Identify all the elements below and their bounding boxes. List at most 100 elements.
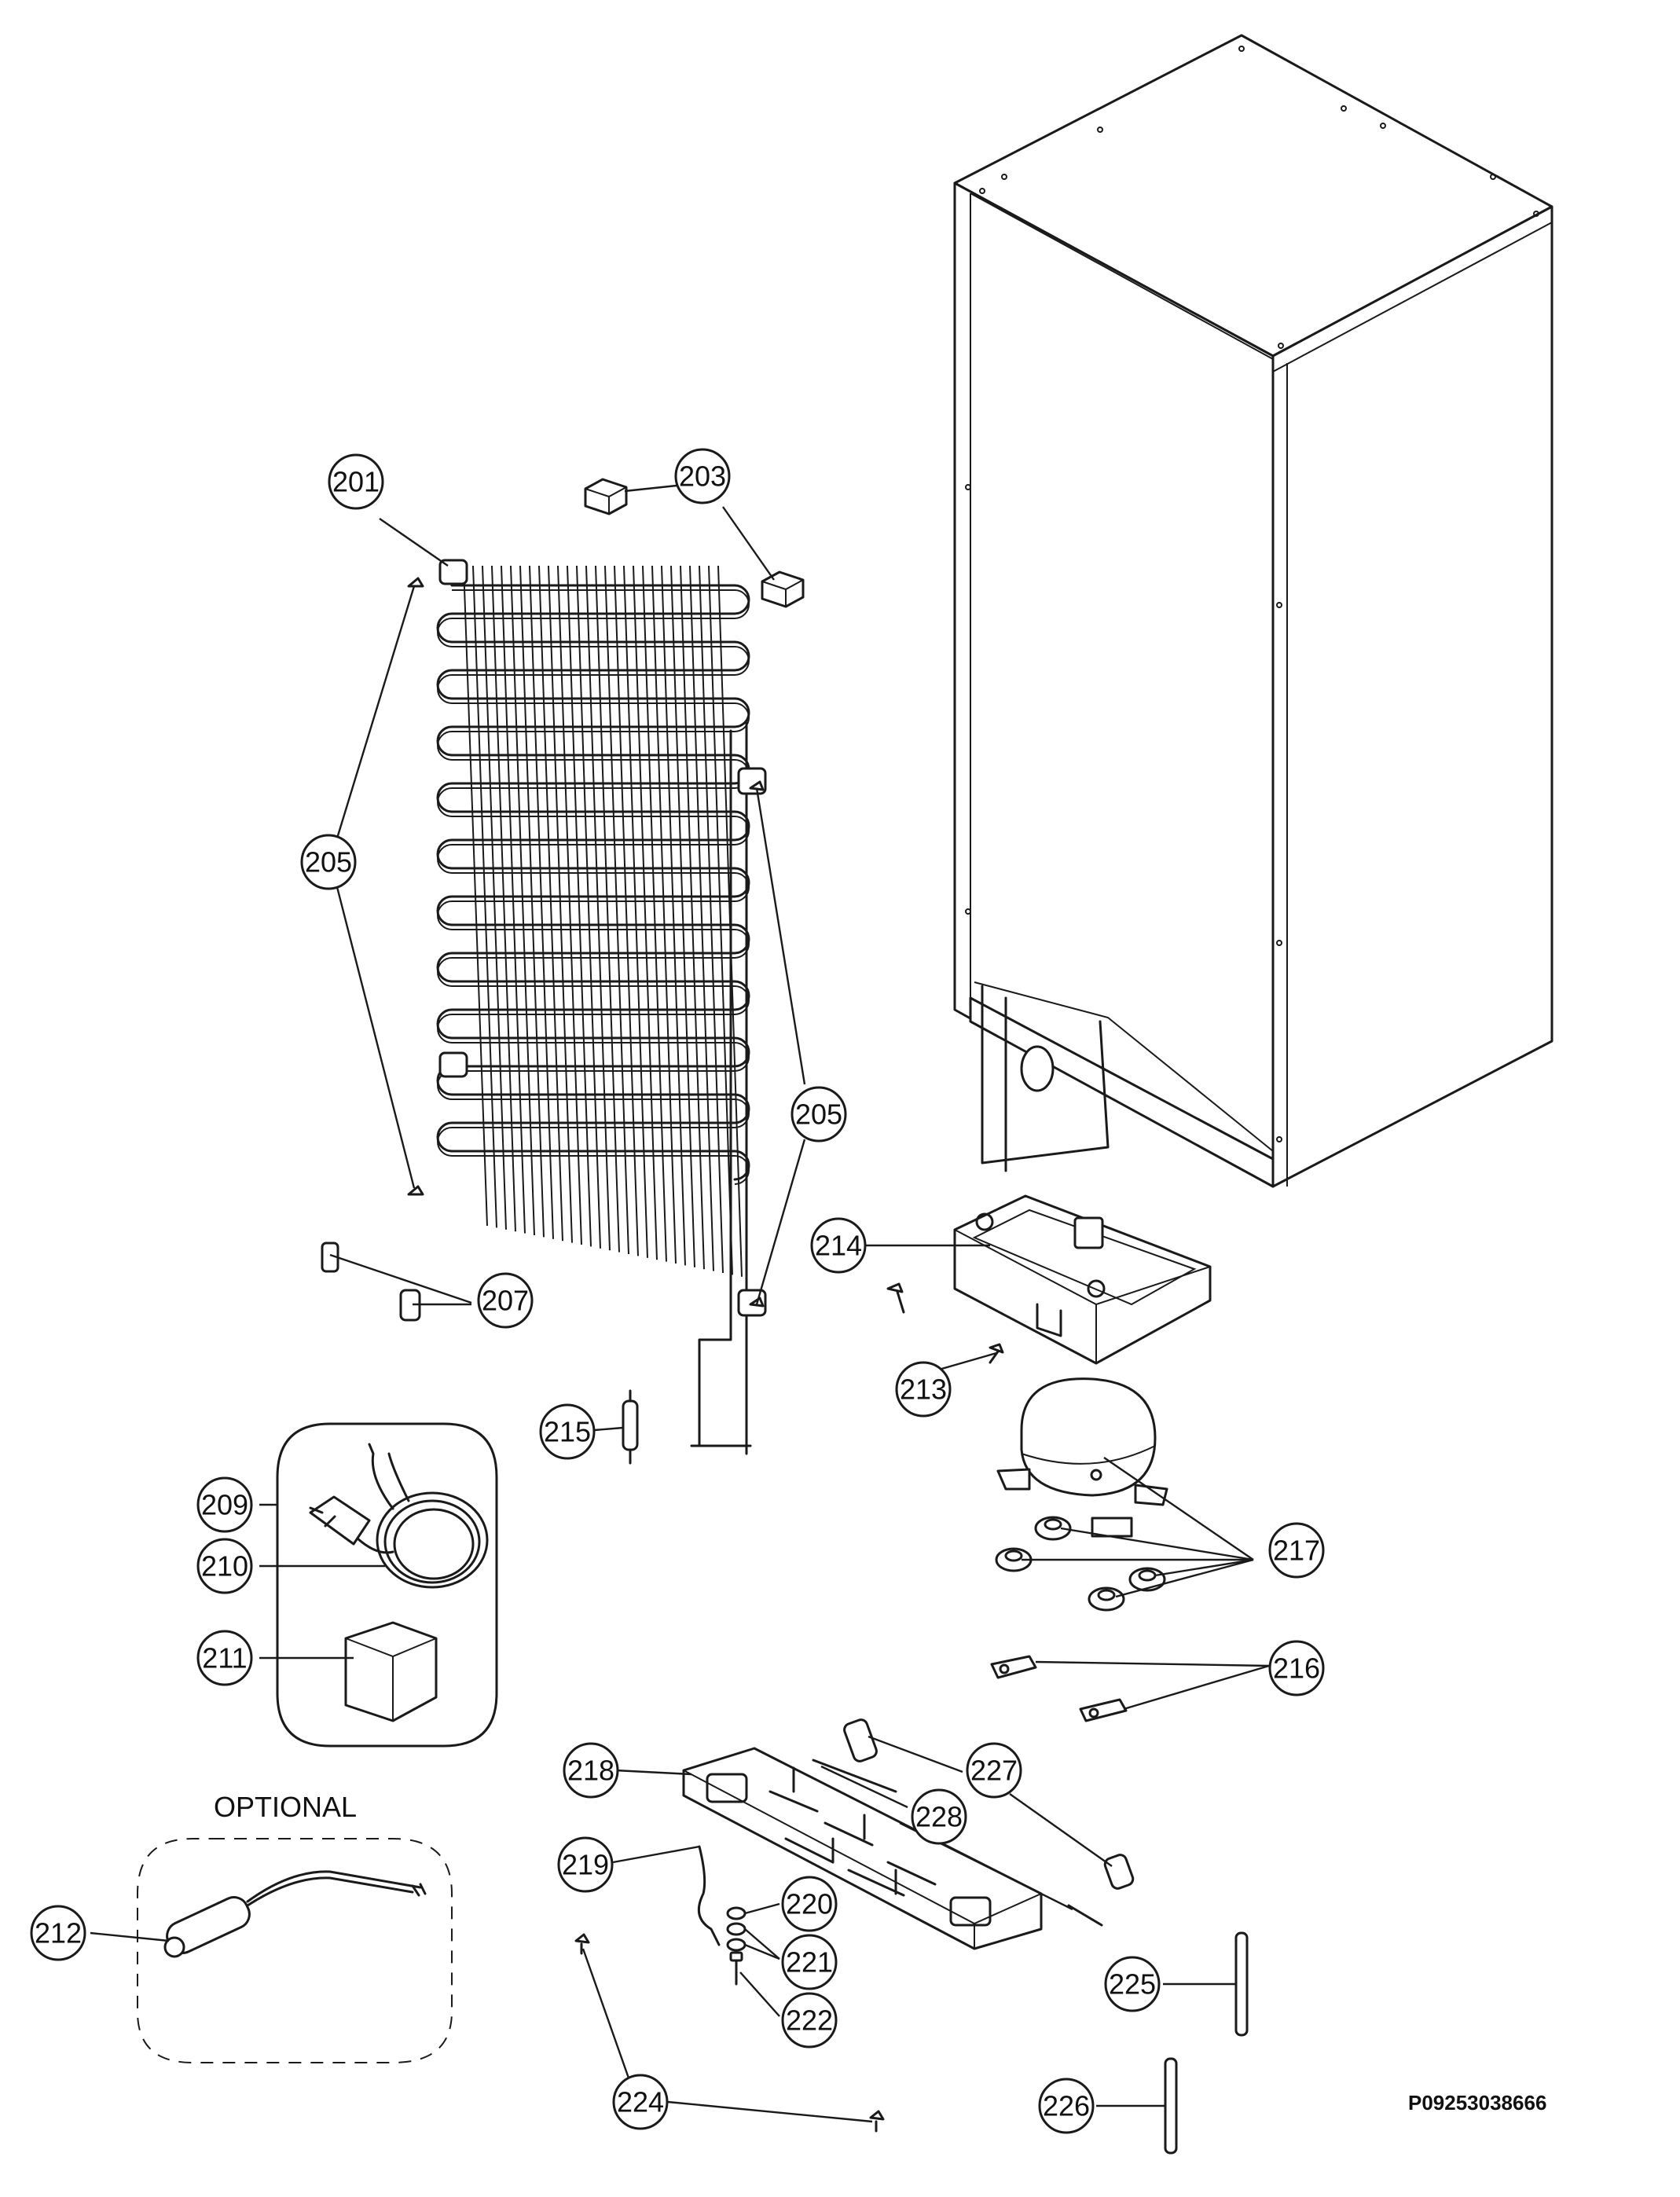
screw-part-213: [886, 1282, 1004, 1364]
svg-text:213: 213: [900, 1374, 947, 1406]
condenser-wire: [491, 565, 516, 1232]
callout-218: 218: [563, 1742, 619, 1799]
condenser-wire: [651, 565, 677, 1264]
svg-text:209: 209: [201, 1489, 248, 1521]
condenser-wire: [501, 565, 526, 1234]
tube-part-226: [1164, 2057, 1178, 2155]
condenser-wire: [595, 565, 620, 1253]
svg-text:210: 210: [201, 1550, 248, 1583]
callout-201: 201: [328, 453, 384, 510]
svg-text:203: 203: [679, 460, 726, 493]
cabinet: [953, 34, 1553, 1188]
condenser-wire: [557, 565, 582, 1245]
svg-text:207: 207: [482, 1285, 529, 1317]
cabinet-rivets: [965, 46, 1539, 1143]
leader-lines: [90, 482, 1270, 2123]
condenser-wire: [585, 565, 611, 1251]
screw-part-224: [574, 1933, 885, 2133]
condenser-wire: [576, 565, 601, 1249]
condenser-wire: [529, 565, 554, 1239]
sleeve-part-227: [843, 1718, 1135, 1890]
condenser-tube-inner: [437, 589, 750, 1185]
callout-219: 219: [557, 1836, 614, 1893]
svg-text:226: 226: [1043, 2090, 1090, 2122]
condenser-wire: [689, 565, 714, 1271]
svg-text:212: 212: [35, 1917, 82, 1949]
callout-212: 212: [30, 1905, 86, 1961]
condenser-wire: [548, 565, 573, 1243]
callout-227: 227: [966, 1742, 1022, 1799]
callout-217: 217: [1268, 1522, 1325, 1579]
optional-label: OPTIONAL: [214, 1791, 357, 1823]
condenser-wire: [642, 565, 667, 1262]
condenser-wire: [633, 565, 658, 1260]
callout-213: 213: [895, 1361, 952, 1418]
svg-text:216: 216: [1273, 1652, 1320, 1685]
screw-part-205: [407, 577, 765, 1308]
svg-text:217: 217: [1273, 1535, 1320, 1567]
callout-228: 228: [911, 1788, 967, 1845]
callout-203: 203: [674, 448, 731, 504]
drawing-code: P09253038666: [1408, 2091, 1546, 2114]
callout-220: 220: [781, 1876, 838, 1932]
callout-205-right: 205: [790, 1086, 847, 1143]
svg-text:215: 215: [544, 1416, 591, 1448]
heater-cable-212: [163, 1870, 427, 1958]
condenser-wire: [472, 565, 497, 1228]
callout-bubbles: 201 203 205 205 207 209 210 211 212 213 …: [30, 448, 1325, 2134]
condenser-coil: [436, 559, 767, 1455]
condenser-wire: [670, 565, 695, 1267]
wire-part-228: [812, 1759, 897, 1793]
condenser-wire: [519, 565, 545, 1238]
drip-tray-214: [953, 1194, 1212, 1365]
condenser-wire: [604, 565, 629, 1255]
spacer-block-203: [584, 478, 805, 608]
clip-part-216: [990, 1655, 1128, 1722]
callout-225: 225: [1104, 1956, 1161, 2012]
base-plate-218: [682, 1747, 1043, 1950]
instruction-box-211: [344, 1621, 438, 1722]
callout-224: 224: [612, 2074, 669, 2130]
power-cord-210: [309, 1443, 489, 1589]
callout-226: 226: [1038, 2078, 1095, 2134]
condenser-wire: [510, 565, 535, 1236]
optional-group: OPTIONAL: [137, 1791, 453, 2063]
condenser-wire: [614, 565, 639, 1256]
callout-207: 207: [477, 1272, 534, 1329]
condenser-wire: [463, 565, 488, 1227]
fastener-stack-220-222: [726, 1906, 746, 1986]
condenser-wire: [623, 565, 648, 1258]
svg-text:220: 220: [786, 1888, 833, 1920]
callout-222: 222: [781, 1992, 838, 2048]
svg-text:201: 201: [332, 466, 380, 498]
svg-text:221: 221: [786, 1946, 833, 1979]
condenser-wire: [680, 565, 705, 1270]
callout-211: 211: [196, 1630, 253, 1686]
callout-210: 210: [196, 1538, 253, 1594]
svg-text:205: 205: [305, 846, 352, 878]
tube-part-225: [1234, 1931, 1249, 2037]
plug-part-207: [321, 1242, 421, 1322]
condenser-wire: [699, 565, 724, 1274]
condenser-wire: [538, 565, 563, 1242]
callout-216: 216: [1268, 1640, 1325, 1696]
svg-text:225: 225: [1109, 1968, 1156, 2001]
svg-text:219: 219: [562, 1849, 609, 1881]
condenser-wire: [661, 565, 686, 1266]
wire-219: [697, 1845, 721, 1946]
callout-221: 221: [781, 1934, 838, 1990]
callout-215: 215: [539, 1403, 596, 1460]
svg-text:224: 224: [617, 2086, 664, 2118]
svg-text:211: 211: [202, 1642, 247, 1674]
condenser-tube: [436, 584, 750, 1181]
condenser-wire: [567, 565, 592, 1247]
capillary-end-228: [1067, 1904, 1103, 1927]
svg-text:228: 228: [915, 1801, 963, 1833]
callout-214: 214: [810, 1217, 867, 1274]
svg-text:205: 205: [795, 1098, 842, 1131]
dryer-filter-215: [622, 1389, 639, 1465]
compressor-217: [996, 1377, 1168, 1538]
svg-text:227: 227: [970, 1755, 1018, 1787]
condenser-wire: [482, 565, 507, 1230]
